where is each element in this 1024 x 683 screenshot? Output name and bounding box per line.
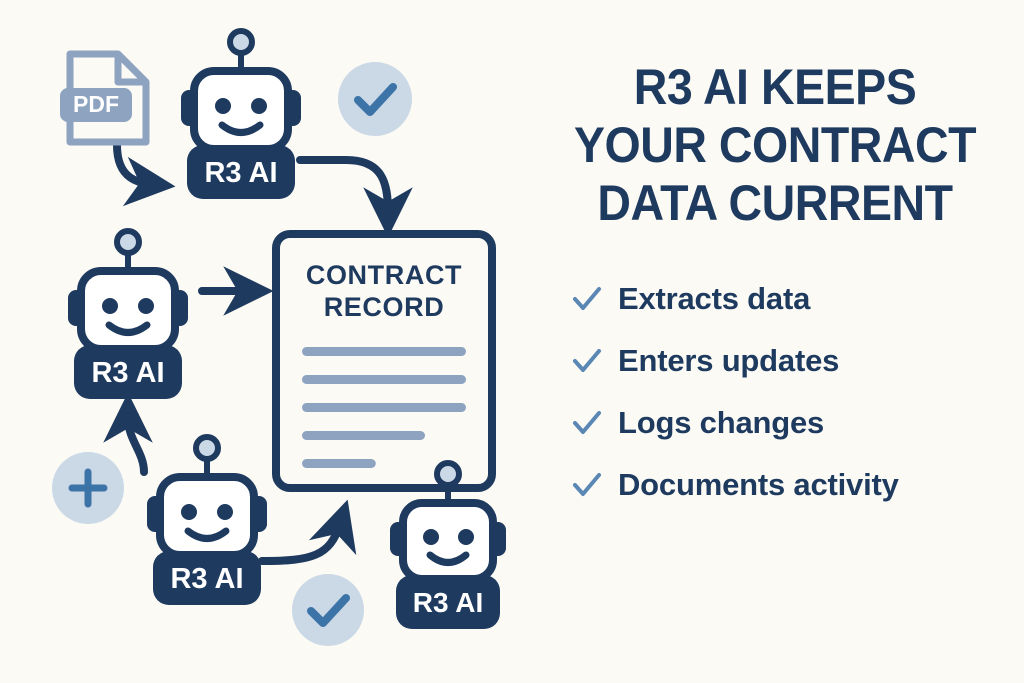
check-icon	[573, 473, 601, 496]
list-item-label: Logs changes	[618, 405, 825, 440]
list-item: Enters updates	[570, 330, 1010, 392]
document-body-line	[302, 403, 466, 412]
document-icon: CONTRACT RECORD	[272, 230, 496, 492]
check-icon	[573, 349, 601, 372]
arrow-pdf-to-robot-top	[113, 141, 176, 207]
robot-icon: R3 AI	[390, 460, 506, 629]
content-column: R3 AI KEEPS YOUR CONTRACT DATA CURRENT E…	[540, 58, 1010, 516]
list-item-label: Documents activity	[618, 467, 899, 502]
headline-line-1: R3 AI KEEPS	[633, 59, 917, 115]
robot-icon: R3 AI	[181, 28, 301, 199]
document-body-line	[302, 375, 466, 384]
arrow-robot-top-to-document	[296, 156, 413, 238]
check-icon	[573, 287, 601, 310]
pdf-file-node: PDF	[60, 48, 156, 148]
robot-top: R3 AI	[175, 28, 307, 200]
badge-plus-left	[52, 452, 124, 524]
robot-icon: R3 AI	[68, 228, 188, 399]
robot-middle-left: R3 AI	[62, 228, 194, 400]
badge-check-bottom	[292, 574, 364, 646]
check-icon	[573, 411, 601, 434]
workflow-diagram: PDF R3 AI	[52, 28, 510, 646]
page-title: R3 AI KEEPS YOUR CONTRACT DATA CURRENT	[556, 58, 993, 232]
arrow-robot-bottom-left-to-document	[258, 499, 357, 565]
robot-label: R3 AI	[204, 157, 277, 189]
robot-bottom-right: R3 AI	[386, 460, 510, 632]
document-body-line	[302, 347, 466, 356]
list-item-label: Enters updates	[618, 343, 840, 378]
document-title-line1: CONTRACT	[306, 260, 462, 290]
plus-circle-icon	[52, 452, 124, 524]
pdf-label: PDF	[73, 91, 119, 117]
robot-icon: R3 AI	[147, 434, 267, 605]
robot-bottom-left: R3 AI	[141, 434, 273, 606]
document-body-line	[302, 431, 425, 440]
check-circle-icon	[338, 62, 412, 136]
list-item: Logs changes	[570, 392, 1010, 454]
headline-line-3: DATA CURRENT	[597, 175, 953, 231]
list-item: Documents activity	[570, 454, 1010, 516]
list-item: Extracts data	[570, 268, 1010, 330]
document-body-line	[302, 459, 376, 468]
robot-label: R3 AI	[170, 563, 243, 595]
headline-line-2: YOUR CONTRACT	[573, 117, 977, 173]
badge-check-top	[338, 62, 412, 136]
document-title-line2: RECORD	[324, 292, 445, 322]
pdf-file-icon: PDF	[60, 50, 150, 146]
feature-list: Extracts data Enters updates Logs change…	[540, 268, 1010, 516]
robot-label: R3 AI	[413, 587, 484, 618]
list-item-label: Extracts data	[618, 281, 811, 316]
check-circle-icon	[292, 574, 364, 646]
contract-record-document: CONTRACT RECORD	[272, 230, 496, 492]
robot-label: R3 AI	[91, 357, 164, 389]
